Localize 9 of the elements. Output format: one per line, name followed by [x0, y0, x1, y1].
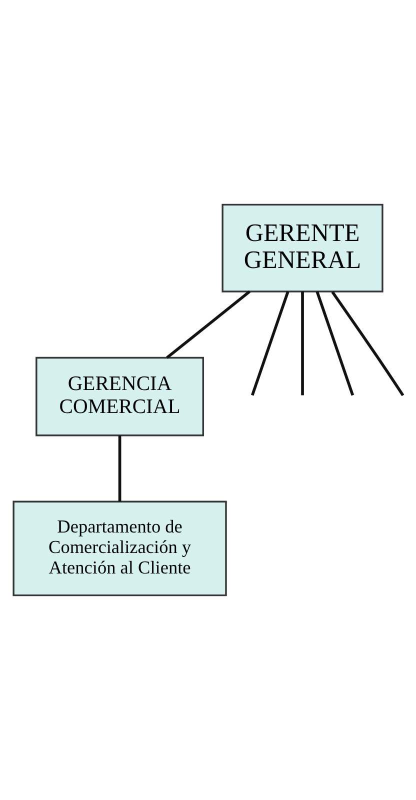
connector — [315, 291, 354, 396]
connector — [330, 291, 404, 396]
node-box: GERENTE GENERAL — [221, 204, 383, 292]
connector — [250, 291, 289, 396]
connector — [118, 435, 121, 502]
connector — [300, 292, 304, 396]
node-box: Departamento de Comercialización y Atención al Cliente — [12, 500, 226, 596]
node-box: GERENCIA COMERCIAL — [35, 356, 204, 436]
connector — [166, 290, 250, 359]
